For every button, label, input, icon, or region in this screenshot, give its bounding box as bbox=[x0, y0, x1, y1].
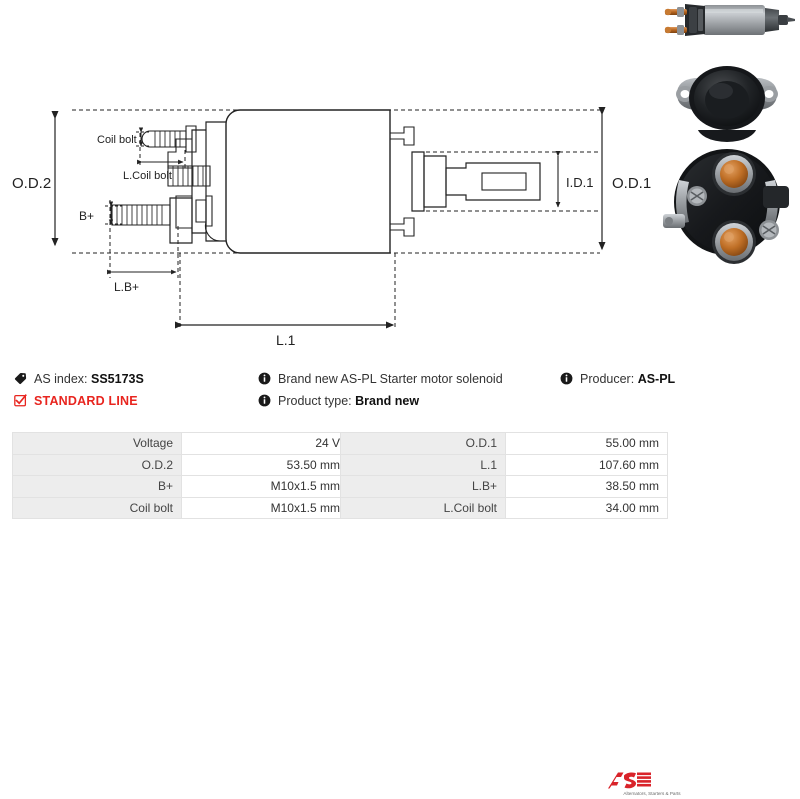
product-type-row: Product type: Brand new bbox=[258, 392, 558, 414]
svg-text:Coil bolt: Coil bolt bbox=[97, 134, 137, 146]
spec-label: L.Coil bolt bbox=[340, 496, 506, 519]
svg-text:L.B+: L.B+ bbox=[114, 280, 139, 294]
spec-value: 38.50 mm bbox=[505, 475, 668, 498]
standard-line-badge: STANDARD LINE bbox=[34, 394, 138, 408]
spec-label: Voltage bbox=[12, 432, 182, 455]
info-icon bbox=[258, 394, 271, 407]
description-row: Brand new AS-PL Starter motor solenoid bbox=[258, 370, 558, 392]
product-photo-solenoid-flange-view[interactable] bbox=[655, 58, 800, 130]
svg-text:B+: B+ bbox=[79, 209, 94, 223]
table-row: O.D.1 55.00 mm bbox=[340, 432, 668, 455]
table-row: B+ M10x1.5 mm bbox=[12, 475, 349, 498]
logo-tagline: Alternators, Starters & Parts bbox=[623, 791, 681, 796]
product-info-bar: AS index: SS5173S STANDARD LINE bbox=[0, 370, 800, 796]
specification-tables: Voltage 24 V O.D.2 53.50 mm B+ M10x1.5 m… bbox=[0, 432, 800, 530]
spec-value: 55.00 mm bbox=[505, 432, 668, 455]
spec-label: O.D.1 bbox=[340, 432, 506, 455]
spec-label: L.B+ bbox=[340, 475, 506, 498]
svg-text:L.Coil bolt: L.Coil bolt bbox=[123, 170, 172, 182]
spec-table-left: Voltage 24 V O.D.2 53.50 mm B+ M10x1.5 m… bbox=[12, 432, 349, 519]
info-icon bbox=[258, 372, 271, 385]
product-photo-gallery bbox=[655, 0, 800, 268]
table-row: L.1 107.60 mm bbox=[340, 453, 668, 476]
spec-value: M10x1.5 mm bbox=[181, 496, 349, 519]
spec-value: 24 V bbox=[181, 432, 349, 455]
description-text: Brand new AS-PL Starter motor solenoid bbox=[278, 372, 503, 386]
svg-text:O.D.1: O.D.1 bbox=[612, 175, 651, 192]
info-icon bbox=[560, 372, 573, 385]
checkbox-checked-icon bbox=[14, 394, 27, 407]
as-pl-logo[interactable]: Alternators, Starters & Parts bbox=[600, 769, 705, 799]
spec-value: 53.50 mm bbox=[181, 453, 349, 476]
as-index-text: AS index: SS5173S bbox=[34, 372, 144, 386]
product-photo-solenoid-side-view[interactable] bbox=[655, 0, 800, 58]
product-type-text: Product type: Brand new bbox=[278, 394, 420, 408]
spec-table-right: O.D.1 55.00 mm L.1 107.60 mm L.B+ 38.50 … bbox=[340, 432, 668, 519]
spec-value: M10x1.5 mm bbox=[181, 475, 349, 498]
spec-label: O.D.2 bbox=[12, 453, 182, 476]
spec-label: Coil bolt bbox=[12, 496, 182, 519]
svg-text:O.D.2: O.D.2 bbox=[12, 175, 51, 192]
producer-row: Producer: AS-PL bbox=[560, 370, 795, 392]
spec-label: B+ bbox=[12, 475, 182, 498]
svg-text:L.1: L.1 bbox=[276, 332, 296, 348]
info-column-index: AS index: SS5173S STANDARD LINE bbox=[14, 370, 254, 414]
technical-drawing: O.D.2 O.D.1 I.D.1 L.1 L.B+ L.Coil bolt bbox=[0, 0, 655, 365]
producer-text: Producer: AS-PL bbox=[580, 372, 676, 386]
table-row: L.Coil bolt 34.00 mm bbox=[340, 496, 668, 519]
table-row: O.D.2 53.50 mm bbox=[12, 453, 349, 476]
as-index-row: AS index: SS5173S bbox=[14, 370, 254, 392]
tag-icon bbox=[14, 372, 27, 385]
spec-value: 107.60 mm bbox=[505, 453, 668, 476]
standard-line-row: STANDARD LINE bbox=[14, 392, 254, 414]
svg-text:I.D.1: I.D.1 bbox=[566, 175, 593, 190]
spec-label: L.1 bbox=[340, 453, 506, 476]
table-row: L.B+ 38.50 mm bbox=[340, 475, 668, 498]
spec-value: 34.00 mm bbox=[505, 496, 668, 519]
table-row: Coil bolt M10x1.5 mm bbox=[12, 496, 349, 519]
table-row: Voltage 24 V bbox=[12, 432, 349, 455]
product-photo-solenoid-terminal-end-view[interactable] bbox=[655, 130, 800, 268]
info-column-producer: Producer: AS-PL bbox=[560, 370, 795, 392]
info-column-description: Brand new AS-PL Starter motor solenoid P… bbox=[258, 370, 558, 414]
